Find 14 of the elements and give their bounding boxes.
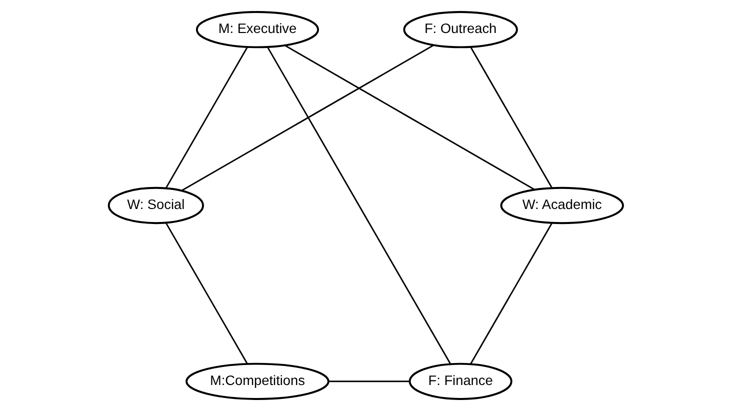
connector — [284, 44, 536, 190]
node-ellipse: F: Outreach — [403, 11, 518, 48]
connector — [181, 44, 434, 192]
node-ellipse: M:Competitions — [186, 362, 330, 400]
node-ellipse: F: Finance — [408, 362, 512, 400]
connector — [165, 46, 248, 188]
node-ellipse: W: Academic — [500, 186, 624, 224]
connector — [266, 46, 452, 364]
connector — [328, 380, 410, 382]
connector — [470, 46, 553, 188]
node-ellipse: M: Executive — [196, 11, 320, 48]
node-ellipse: W: Social — [108, 186, 204, 224]
connector — [470, 222, 553, 364]
connector — [165, 222, 248, 364]
